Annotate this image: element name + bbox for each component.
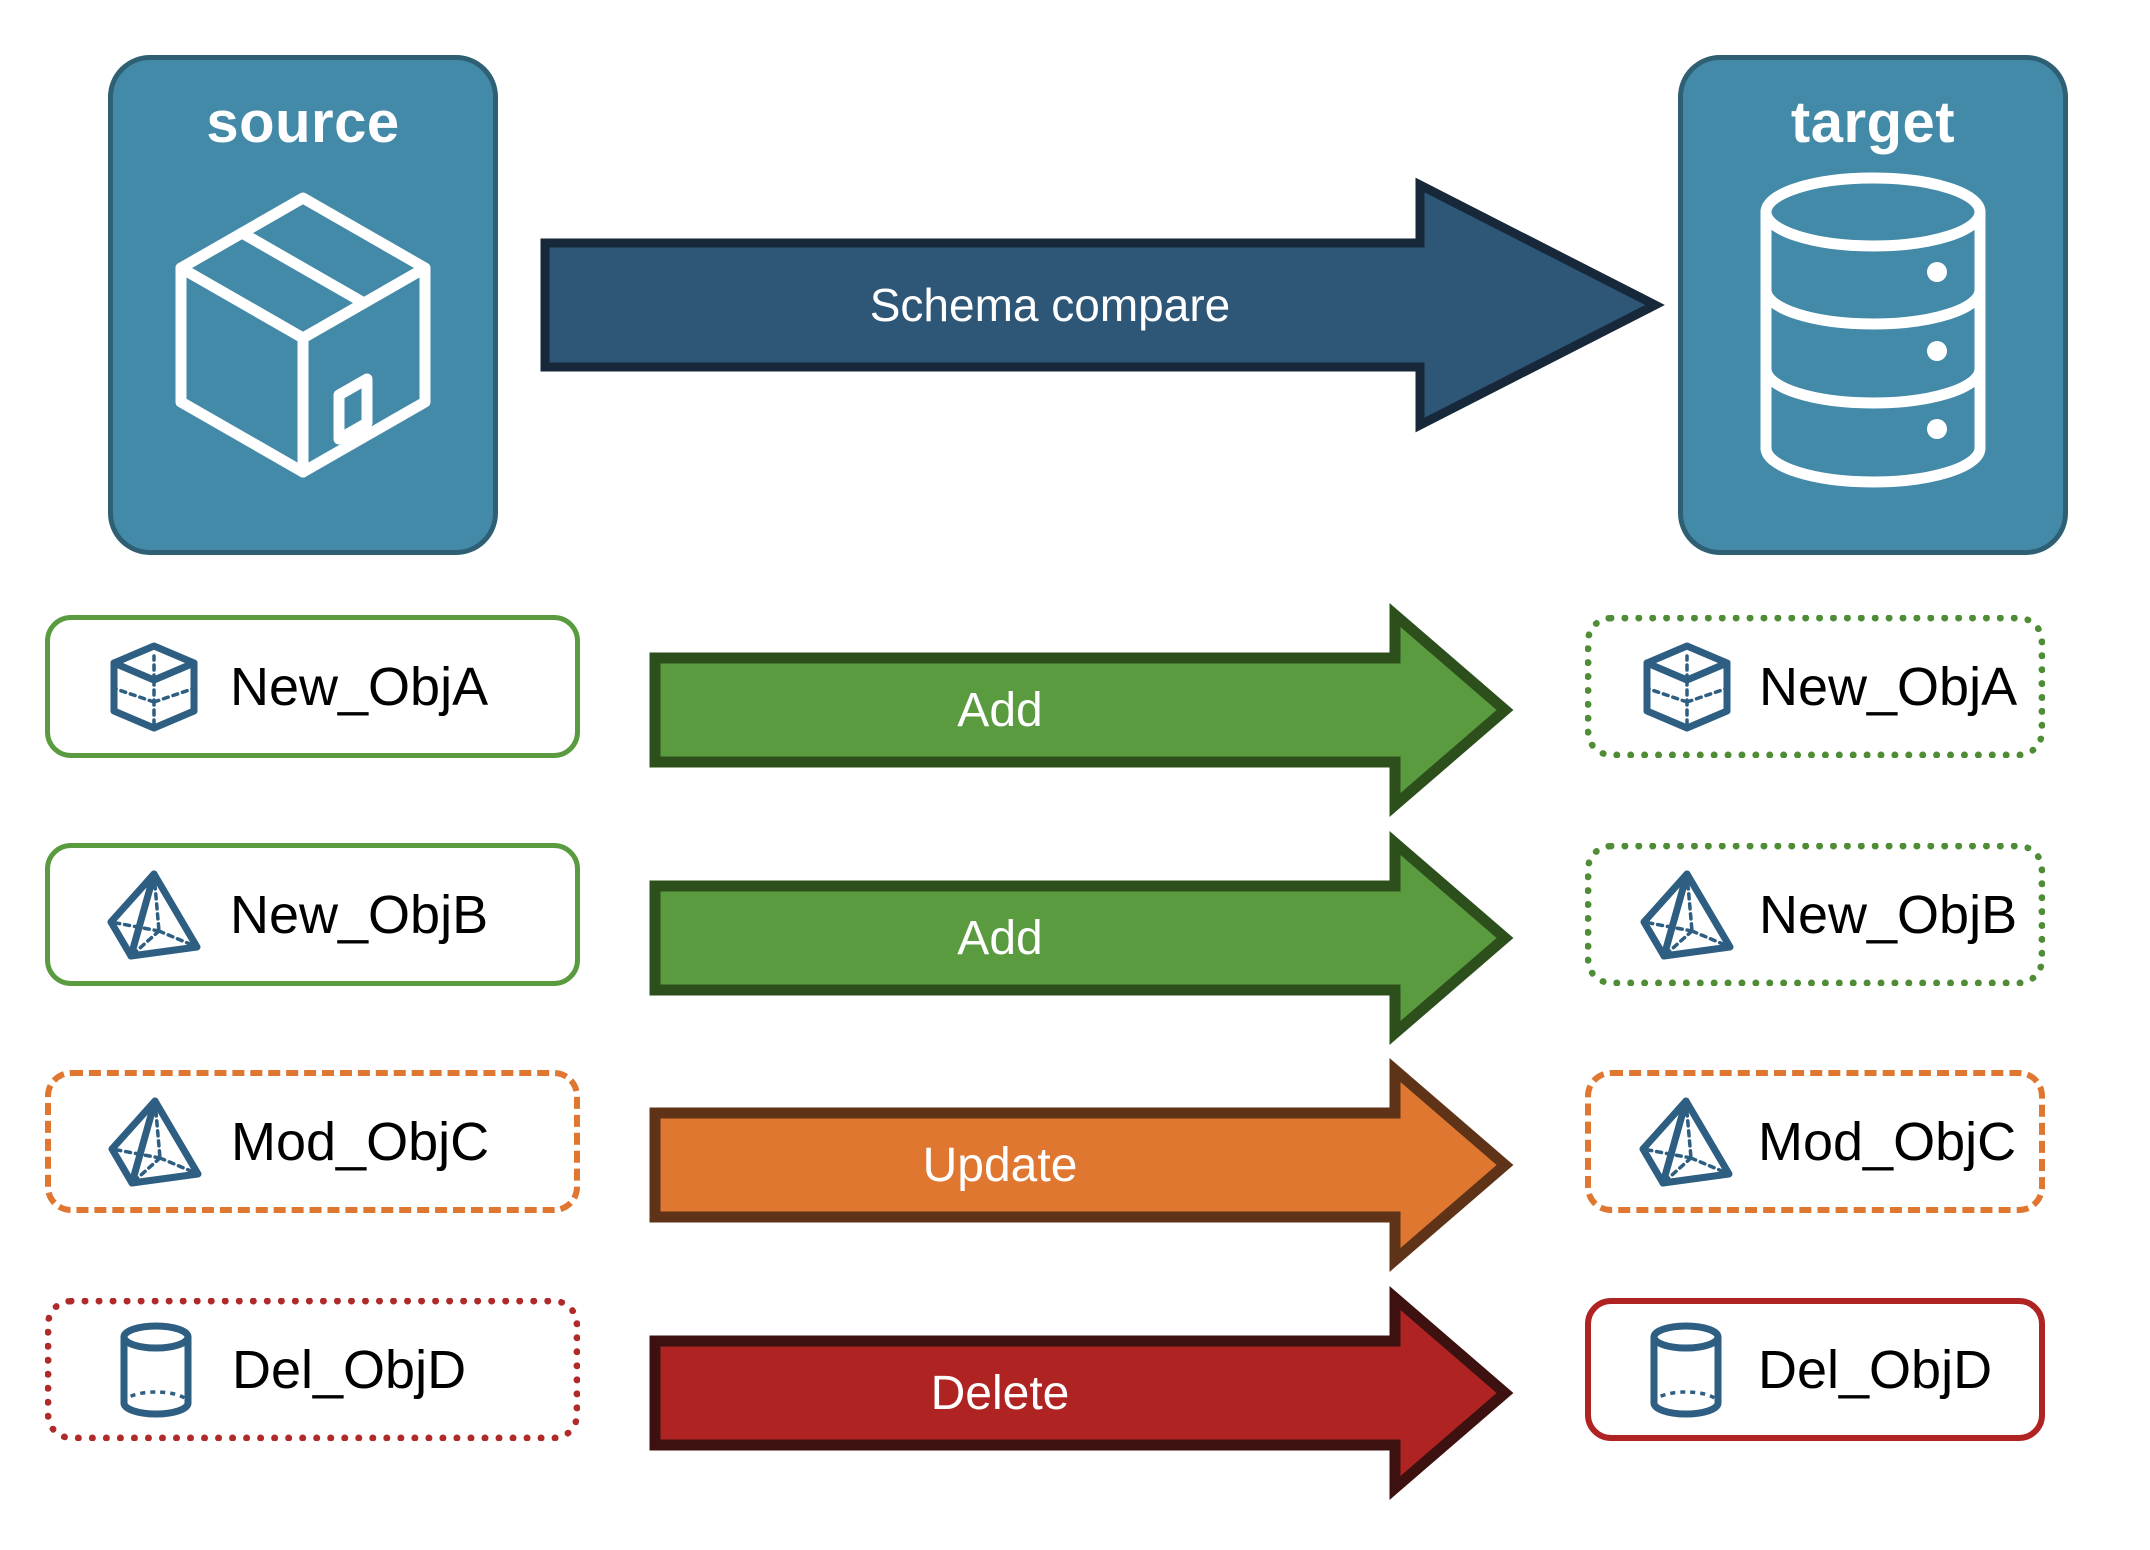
source-object-label: New_ObjB (230, 884, 489, 945)
target-object-label: New_ObjB (1759, 884, 2018, 945)
target-object-card[interactable]: Del_ObjD (1585, 1298, 2045, 1441)
wireframe-pyramid-icon (1636, 1094, 1736, 1190)
source-object-card[interactable]: New_ObjA (45, 615, 580, 758)
wireframe-pyramid-icon (1637, 867, 1737, 963)
wireframe-cube-icon (100, 639, 208, 735)
wireframe-cylinder-icon (1636, 1320, 1736, 1420)
target-endpoint-panel: target (1678, 55, 2068, 555)
source-object-card[interactable]: Mod_ObjC (45, 1070, 580, 1213)
target-object-card[interactable]: New_ObjA (1585, 615, 2045, 758)
source-object-card[interactable]: New_ObjB (45, 843, 580, 986)
target-object-label: New_ObjA (1759, 656, 2018, 717)
source-object-label: New_ObjA (230, 656, 489, 717)
target-object-label: Del_ObjD (1758, 1339, 1993, 1400)
schema-compare-arrow: Schema compare (540, 177, 1665, 433)
wireframe-pyramid-icon (101, 1094, 209, 1190)
target-object-card[interactable]: New_ObjB (1585, 843, 2045, 986)
add-action-arrow: Add (649, 830, 1514, 1046)
wireframe-pyramid-icon (100, 867, 208, 963)
add-action-arrow: Add (649, 602, 1514, 818)
delete-action-arrow: Delete (649, 1285, 1514, 1501)
database-cylinder-icon (1738, 170, 2008, 490)
source-object-label: Del_ObjD (232, 1339, 467, 1400)
package-box-icon (153, 170, 453, 500)
target-title: target (1790, 90, 1956, 155)
source-title: source (206, 90, 400, 155)
target-object-label: Mod_ObjC (1758, 1111, 2017, 1172)
wireframe-cylinder-icon (102, 1320, 210, 1420)
wireframe-cube-icon (1637, 639, 1737, 735)
source-object-label: Mod_ObjC (231, 1111, 490, 1172)
source-endpoint-panel: source (108, 55, 498, 555)
source-object-card[interactable]: Del_ObjD (45, 1298, 580, 1441)
target-object-card[interactable]: Mod_ObjC (1585, 1070, 2045, 1213)
update-action-arrow: Update (649, 1057, 1514, 1273)
